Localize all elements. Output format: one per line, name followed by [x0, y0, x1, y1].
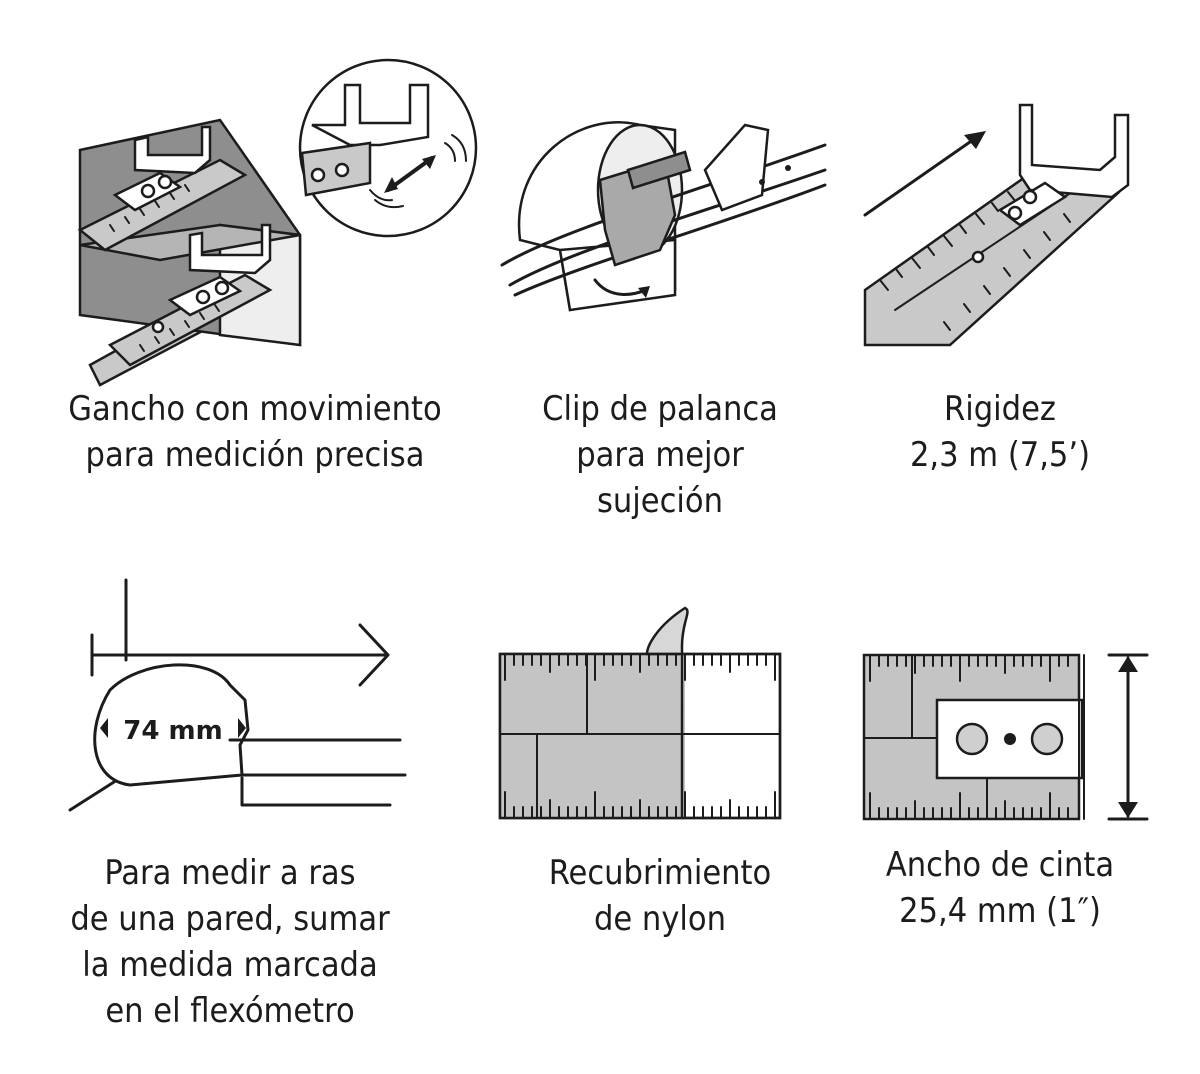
caption-line: 2,3 m (7,5’) [909, 435, 1091, 475]
clip-caption: Clip de palanca para mejor sujeción [480, 386, 840, 524]
case-width-label: 74 mm [123, 716, 222, 746]
rigid-tape-icon [860, 95, 1150, 350]
rigidity-caption: Rigidez 2,3 m (7,5’) [850, 386, 1150, 478]
flush-caption: Para medir a ras de una pared, sumar la … [30, 850, 430, 1034]
caption-line: para medición precisa [85, 435, 425, 475]
caption-line: para mejor [576, 435, 744, 475]
movable-hook-icon [70, 58, 478, 387]
width-caption: Ancho de cinta 25,4 mm (1″) [850, 842, 1150, 934]
caption-line: de una pared, sumar [70, 899, 390, 939]
nylon-coating-icon [497, 606, 787, 821]
nylon-caption: Recubrimiento de nylon [480, 850, 840, 942]
belt-clip-icon [500, 100, 830, 330]
caption-line: de nylon [593, 899, 727, 939]
caption-line: Para medir a ras [104, 853, 356, 893]
caption-line: sujeción [596, 481, 724, 521]
caption-line: en el flexómetro [105, 991, 355, 1031]
hook-caption: Gancho con movimiento para medición prec… [30, 386, 480, 478]
case-width-icon: 74 mm [68, 578, 415, 815]
caption-line: Clip de palanca [542, 389, 778, 429]
caption-line: Ancho de cinta [885, 845, 1115, 885]
caption-line: 25,4 mm (1″) [899, 891, 1101, 931]
caption-line: Rigidez [944, 389, 1056, 429]
tape-width-icon [862, 650, 1152, 822]
caption-line: Gancho con movimiento [68, 389, 442, 429]
caption-line: Recubrimiento [548, 853, 772, 893]
caption-line: la medida marcada [82, 945, 378, 985]
